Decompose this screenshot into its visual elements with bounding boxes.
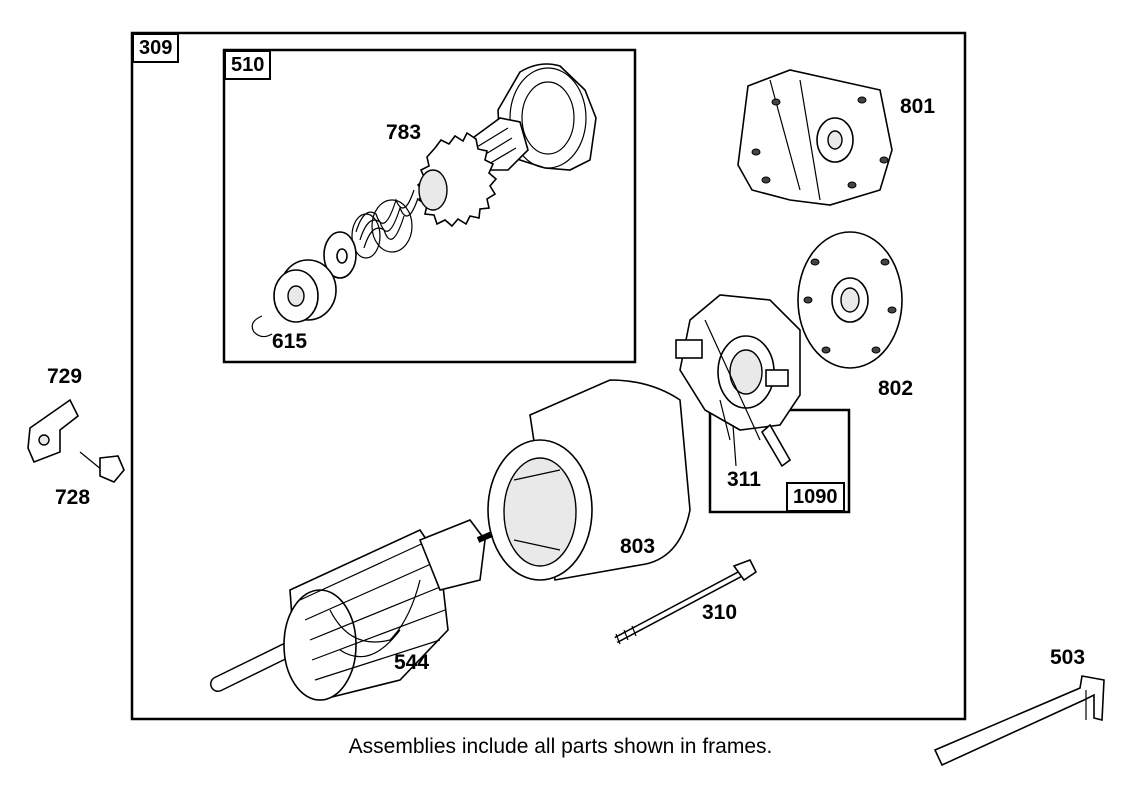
assembly-caption: Assemblies include all parts shown in fr…	[348, 735, 773, 758]
frame-label-510: 510	[224, 50, 272, 80]
frame-label-1090: 1090	[786, 482, 845, 512]
part-label-728: 728	[55, 486, 91, 509]
end-cap-801	[737, 69, 893, 206]
end-plate-802	[797, 231, 903, 369]
part-label-783: 783	[386, 121, 422, 144]
part-label-311: 311	[727, 468, 761, 491]
spring	[351, 189, 419, 259]
armature-544	[210, 519, 494, 701]
through-bolt-310	[614, 558, 758, 645]
washer	[323, 231, 357, 279]
part-label-310: 310	[702, 601, 738, 624]
drive-pinion-housing	[469, 63, 597, 171]
part-label-802: 802	[878, 377, 914, 400]
motor-housing-803	[487, 379, 691, 581]
leader-311	[732, 424, 737, 467]
pinion-gear-783	[416, 131, 498, 228]
part-label-503: 503	[1050, 646, 1086, 669]
part-label-729: 729	[47, 365, 83, 388]
part-label-801: 801	[900, 95, 936, 118]
bracket-729	[27, 398, 80, 464]
screw-728	[79, 451, 125, 483]
brush-holder-311	[675, 294, 801, 468]
frame-label-309: 309	[132, 33, 180, 63]
collar	[273, 259, 337, 323]
part-label-544: 544	[394, 651, 430, 674]
frame-510-border	[222, 48, 637, 364]
part-label-615: 615	[272, 330, 308, 353]
tool-503	[933, 675, 1105, 767]
part-label-803: 803	[620, 535, 656, 558]
retaining-ring-615	[251, 315, 273, 338]
frame-309-border	[130, 31, 967, 721]
